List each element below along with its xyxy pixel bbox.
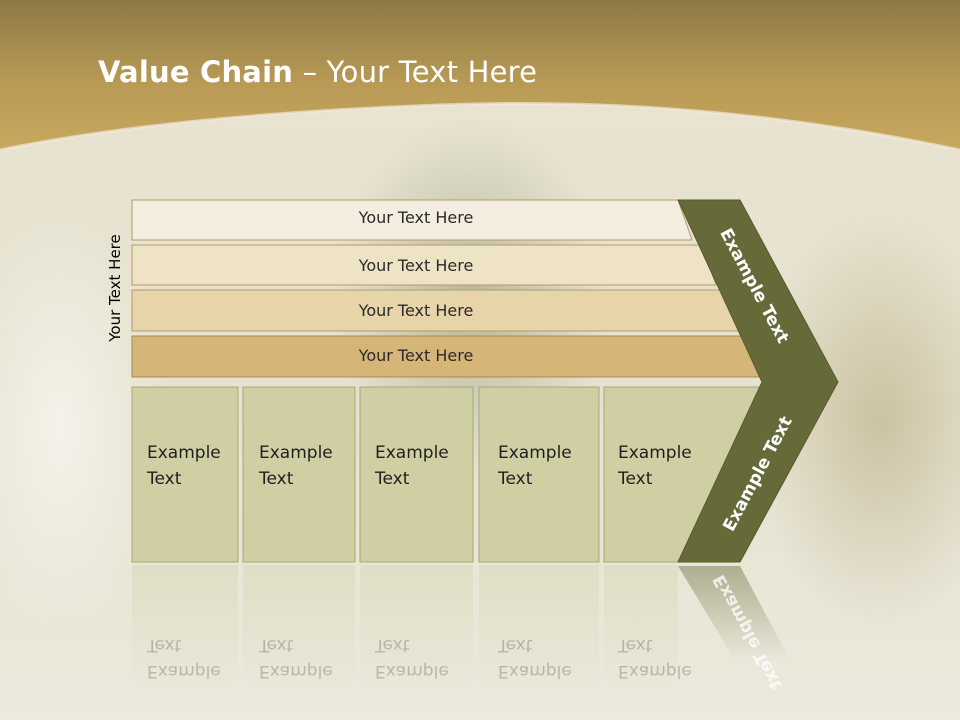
column-text-3-line1: Example bbox=[375, 443, 449, 463]
column-text-reflection-1-line2: Text bbox=[147, 635, 182, 655]
column-text-reflection-4-line1: Example bbox=[498, 661, 572, 681]
row-band-2 bbox=[131, 244, 717, 286]
column-text-5-line1: Example bbox=[618, 443, 692, 463]
column-text-reflection-3-line1: Example bbox=[375, 661, 449, 681]
column-text-2-line1: Example bbox=[259, 443, 333, 463]
column-text-1-line2: Text bbox=[147, 469, 182, 489]
column-text-reflection-1: Example Text bbox=[147, 632, 242, 684]
column-text-4: Example Text bbox=[498, 440, 593, 492]
column-text-reflection-3-line2: Text bbox=[375, 635, 410, 655]
row-label-4: Your Text Here bbox=[358, 346, 474, 365]
column-text-reflection-2: Example Text bbox=[259, 632, 354, 684]
column-text-reflection-5-line2: Text bbox=[618, 635, 653, 655]
chevron-arrow bbox=[677, 199, 839, 563]
title-bold: Value Chain bbox=[98, 55, 294, 89]
column-box-3 bbox=[359, 386, 474, 563]
column-reflection-2 bbox=[243, 565, 355, 695]
column-text-1: Example Text bbox=[147, 440, 242, 492]
column-text-3-line2: Text bbox=[375, 469, 410, 489]
column-reflection-1 bbox=[132, 565, 238, 695]
column-text-reflection-2-line2: Text bbox=[259, 635, 294, 655]
column-box-2 bbox=[242, 386, 356, 563]
row-band-1 bbox=[131, 199, 693, 241]
row-label-2: Your Text Here bbox=[358, 256, 474, 275]
column-text-1-line1: Example bbox=[147, 443, 221, 463]
header-banner bbox=[0, 0, 960, 150]
column-text-2-line2: Text bbox=[259, 469, 294, 489]
column-text-4-line2: Text bbox=[498, 469, 533, 489]
column-text-reflection-2-line1: Example bbox=[259, 661, 333, 681]
column-reflection-5 bbox=[604, 565, 678, 695]
column-text-5: Example Text bbox=[618, 440, 713, 492]
column-text-reflection-5-line1: Example bbox=[618, 661, 692, 681]
column-text-5-line2: Text bbox=[618, 469, 653, 489]
column-text-reflection-4-line2: Text bbox=[498, 635, 533, 655]
column-reflection-3 bbox=[360, 565, 473, 695]
slide-title: Value Chain – Your Text Here bbox=[98, 55, 537, 89]
column-text-reflection-3: Example Text bbox=[375, 632, 470, 684]
column-text-4-line1: Example bbox=[498, 443, 572, 463]
column-box-1 bbox=[131, 386, 239, 563]
column-text-reflection-5: Example Text bbox=[618, 632, 713, 684]
column-reflection-4 bbox=[479, 565, 599, 695]
column-text-2: Example Text bbox=[259, 440, 354, 492]
column-box-4 bbox=[478, 386, 600, 563]
row-label-1: Your Text Here bbox=[358, 208, 474, 227]
column-text-3: Example Text bbox=[375, 440, 470, 492]
column-text-reflection-1-line1: Example bbox=[147, 661, 221, 681]
title-rest: – Your Text Here bbox=[293, 55, 538, 89]
column-text-reflection-4: Example Text bbox=[498, 632, 593, 684]
row-label-3: Your Text Here bbox=[358, 301, 474, 320]
chevron-reflection bbox=[678, 566, 790, 660]
